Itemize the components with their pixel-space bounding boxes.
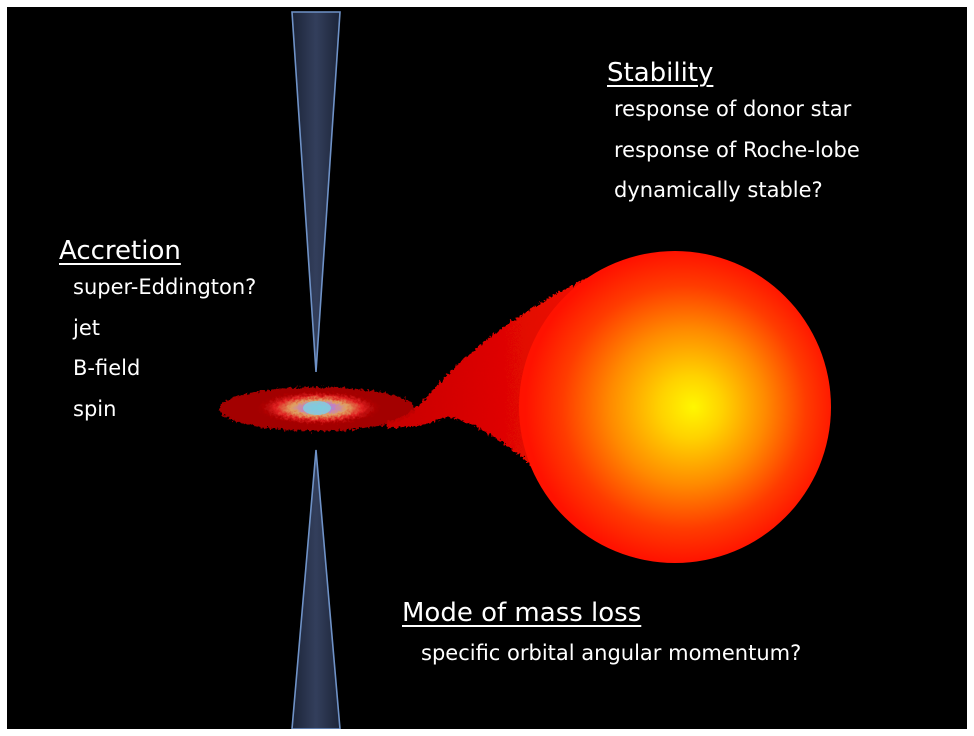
stability-item-roche-lobe: response of Roche-lobe (614, 137, 860, 162)
accretion-item-spin: spin (73, 396, 117, 421)
mass-loss-section: Mode of mass loss specific orbital angul… (402, 597, 801, 674)
accretion-list: super-Eddington? jet B-field spin (73, 267, 256, 429)
stability-heading: Stability (607, 58, 714, 88)
upper-jet-cone (291, 11, 341, 373)
lower-jet-cone (291, 449, 341, 729)
accretion-heading: Accretion (59, 236, 181, 266)
accretion-item-jet: jet (73, 315, 100, 340)
mass-loss-list: specific orbital angular momentum? (421, 633, 801, 674)
mass-loss-heading: Mode of mass loss (402, 598, 642, 628)
stability-item-dynamic: dynamically stable? (614, 178, 823, 202)
donor-star (519, 251, 831, 563)
stability-list: response of donor star response of Roche… (614, 89, 860, 211)
stability-section: Stability response of donor star respons… (607, 57, 860, 211)
accretion-section: Accretion super-Eddington? jet B-field s… (59, 235, 256, 429)
binary-illustration (219, 11, 831, 729)
stability-item-donor: response of donor star (614, 97, 852, 121)
mass-loss-item-angular-momentum: specific orbital angular momentum? (421, 641, 802, 665)
compact-object (303, 401, 331, 415)
accretion-item-b-field: B-field (73, 356, 141, 380)
accretion-item-super-eddington: super-Eddington? (73, 275, 257, 299)
slide-canvas: Stability response of donor star respons… (7, 7, 967, 729)
